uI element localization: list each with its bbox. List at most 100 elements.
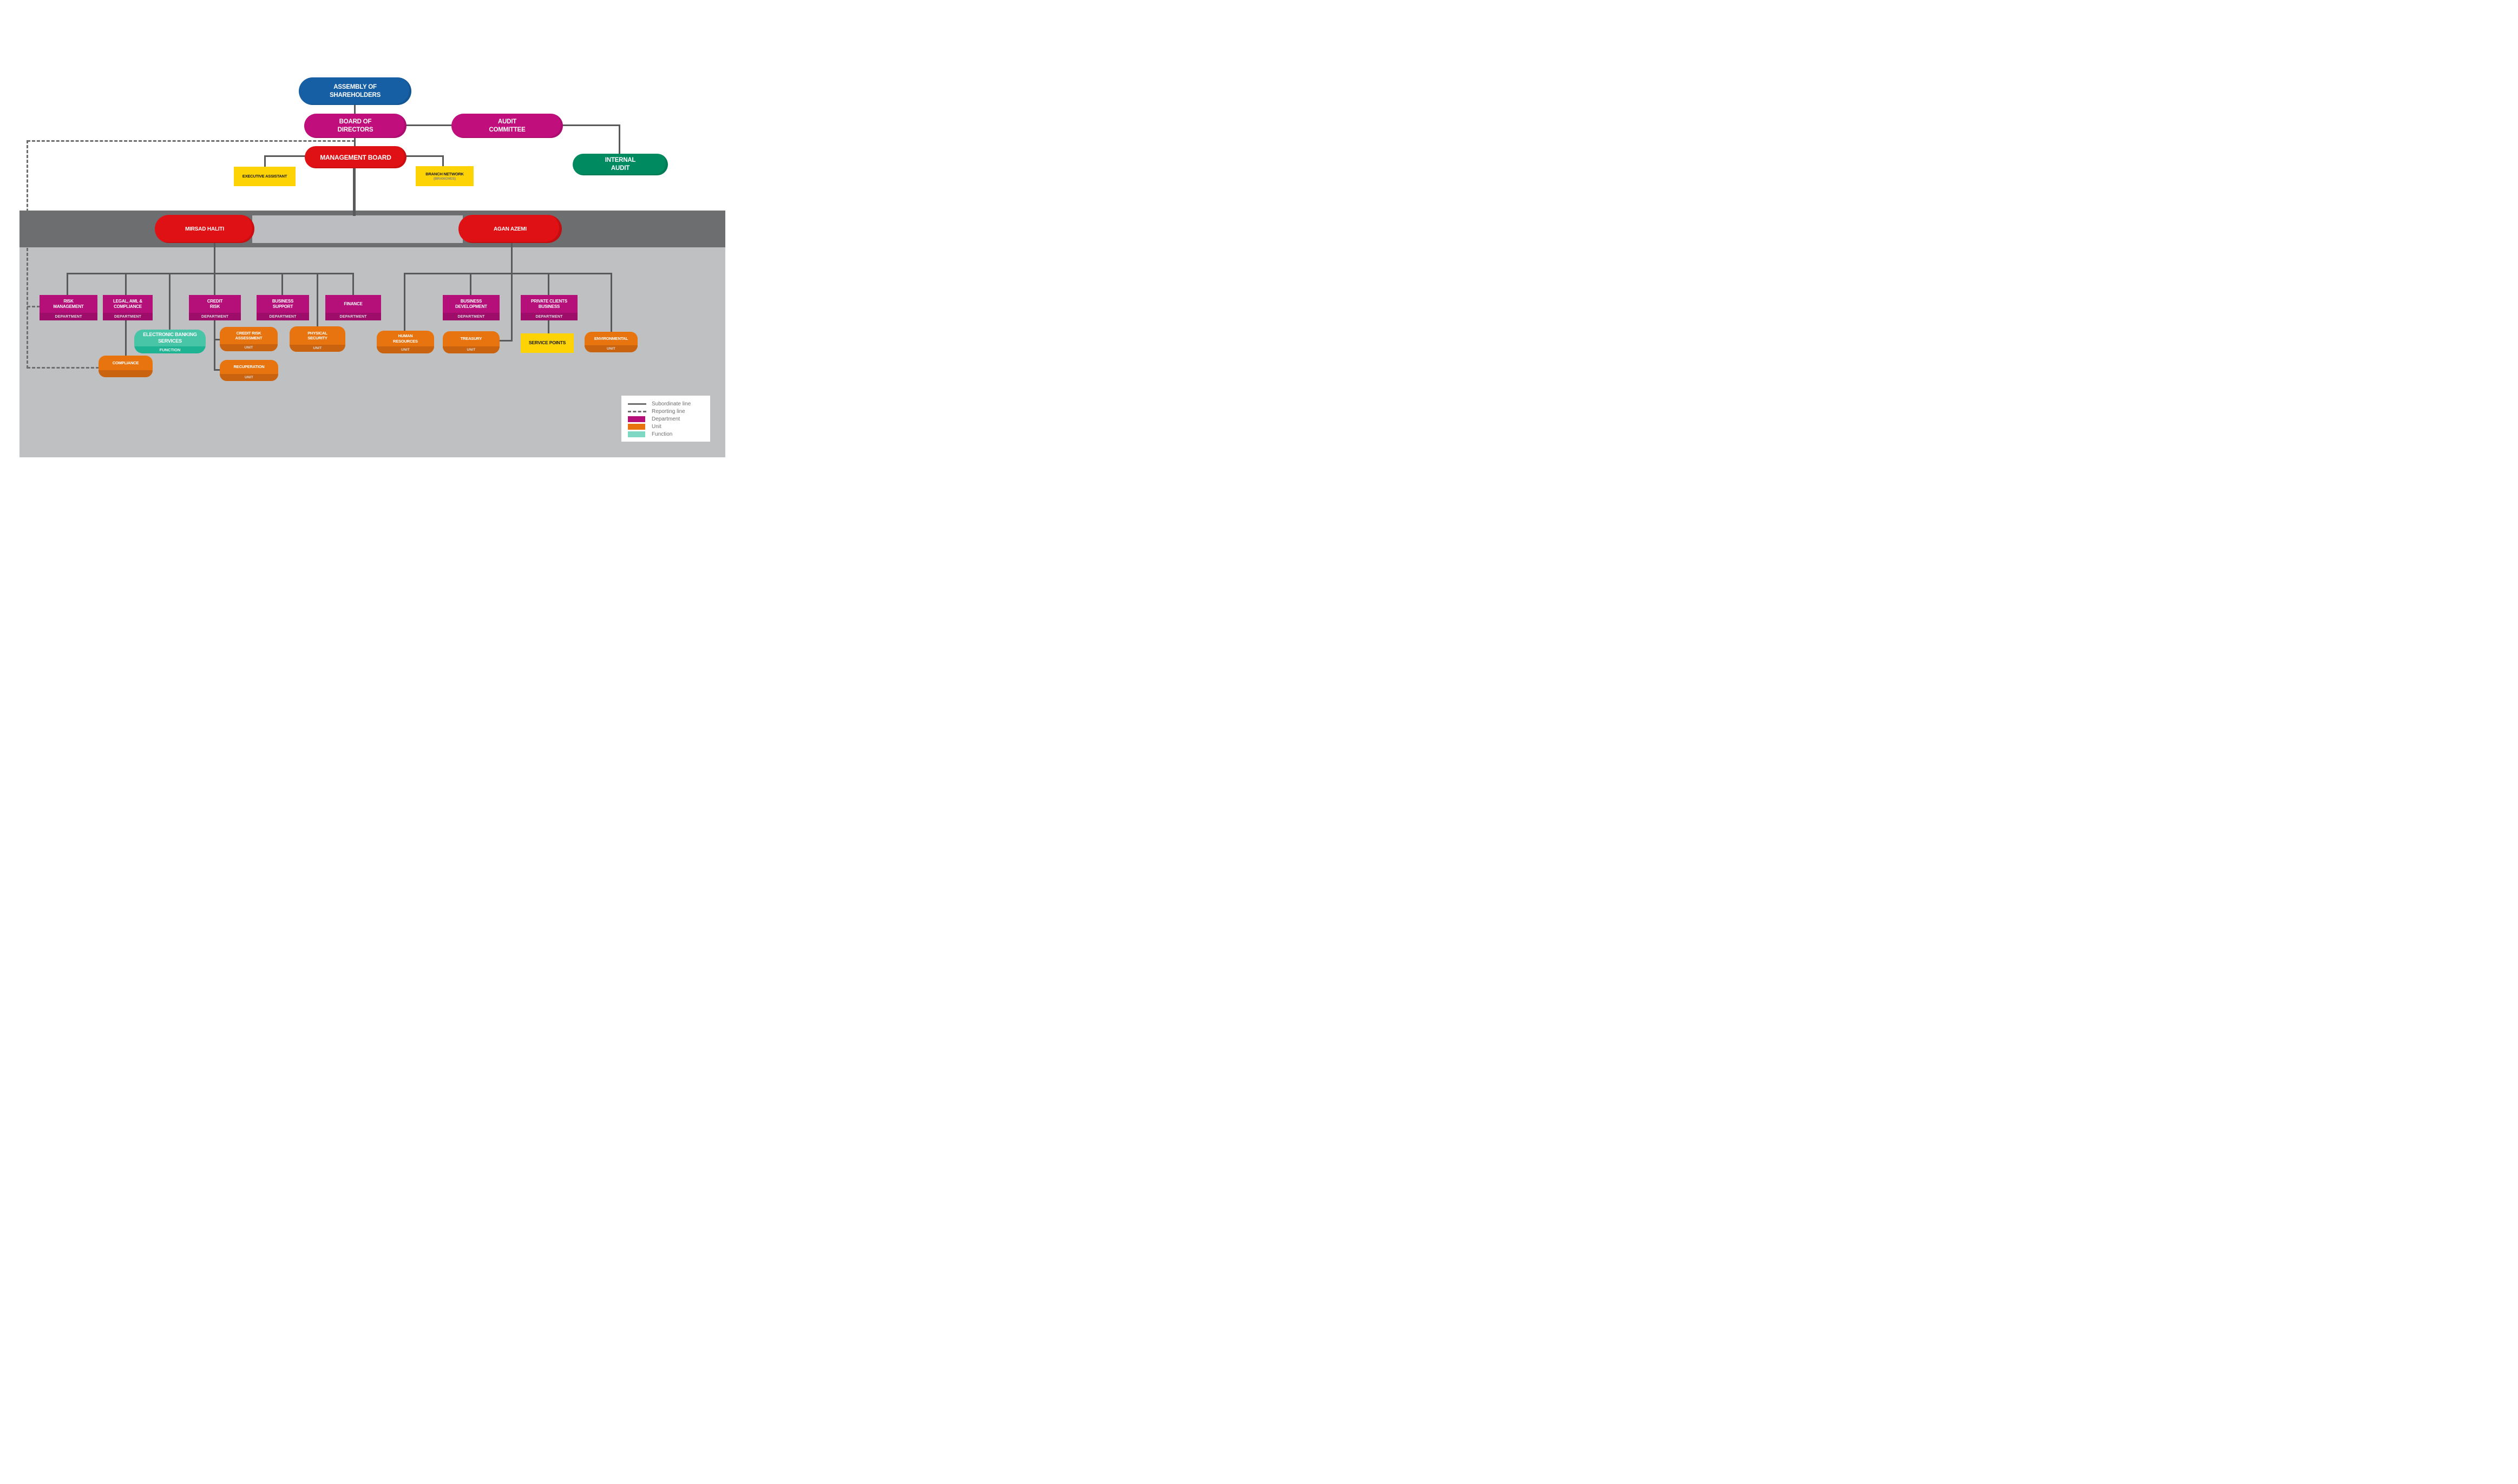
line-agan-main-vertical bbox=[511, 242, 513, 342]
line-assembly-to-board bbox=[354, 105, 356, 115]
node-label: MANAGEMENT BOARD bbox=[320, 153, 391, 161]
legend-key bbox=[628, 416, 646, 422]
legend-label: Unit bbox=[652, 423, 661, 430]
node-label: BOARD OF DIRECTORS bbox=[337, 118, 373, 133]
subordinate-line-swatch bbox=[628, 403, 646, 405]
node-environmental-unit: ENVIRONMENTAL UNIT bbox=[585, 332, 638, 352]
node-label: INTERNAL AUDIT bbox=[605, 157, 636, 172]
node-type-label: DEPARTMENT bbox=[103, 313, 153, 320]
node-physical-security-unit: PHYSICAL SECURITY UNIT bbox=[290, 326, 345, 352]
drop-private-clients bbox=[548, 273, 549, 296]
departments-area bbox=[19, 247, 725, 457]
node-label: RECUPERATION bbox=[233, 364, 265, 370]
node-legal-aml-compliance-department: LEGAL, AML & COMPLIANCE DEPARTMENT bbox=[103, 295, 153, 320]
unit-swatch bbox=[628, 423, 645, 430]
node-assembly-of-shareholders: ASSEMBLY OF SHAREHOLDERS bbox=[299, 77, 411, 105]
node-type-label: UNIT bbox=[443, 346, 500, 353]
reporting-line-to-risk-management bbox=[27, 306, 40, 307]
reporting-line-left bbox=[27, 140, 28, 369]
line-mb-to-branch-network-h bbox=[406, 155, 444, 157]
reporting-line-swatch bbox=[628, 411, 646, 413]
node-audit-committee: AUDIT COMMITTEE bbox=[451, 114, 563, 138]
node-label: SERVICE POINTS bbox=[528, 340, 566, 346]
node-treasury-unit: TREASURY UNIT bbox=[443, 331, 500, 353]
node-label: PHYSICAL SECURITY bbox=[307, 330, 327, 340]
node-credit-risk-assessment-unit: CREDIT RISK ASSESSMENT UNIT bbox=[220, 327, 278, 351]
node-label: PRIVATE CLIENTS BUSINESS bbox=[531, 298, 567, 309]
drop-finance bbox=[352, 273, 354, 296]
node-type-label: DEPARTMENT bbox=[521, 313, 578, 320]
node-label: HUMAN RESOURCES bbox=[393, 333, 418, 344]
legend-key bbox=[628, 411, 646, 413]
legend-label: Subordinate line bbox=[652, 401, 691, 408]
drop-business-support bbox=[281, 273, 283, 296]
line-audit-committee-elbow bbox=[562, 124, 620, 126]
node-label: EXECUTIVE ASSISTANT bbox=[242, 174, 287, 179]
stub-treasury bbox=[500, 340, 513, 342]
node-private-clients-business-department: PRIVATE CLIENTS BUSINESS DEPARTMENT bbox=[521, 295, 578, 320]
line-board-to-management-board bbox=[354, 137, 356, 147]
reporting-line-to-compliance bbox=[27, 367, 99, 369]
drop-physical-security bbox=[317, 273, 318, 327]
node-sublabel: (BRANCHES) bbox=[433, 176, 456, 181]
node-type-label: UNIT bbox=[377, 346, 434, 353]
node-board-of-directors: BOARD OF DIRECTORS bbox=[304, 114, 406, 138]
legend-key bbox=[628, 403, 646, 405]
legend-row-function: Function bbox=[628, 430, 705, 438]
node-finance-department: FINANCE DEPARTMENT bbox=[325, 295, 381, 320]
node-recuperation-unit: RECUPERATION UNIT bbox=[220, 360, 278, 381]
node-type-label: DEPARTMENT bbox=[257, 313, 309, 320]
drop-human-resources bbox=[404, 273, 405, 331]
line-to-internal-audit bbox=[619, 124, 620, 155]
node-compliance-unit: COMPLIANCE bbox=[99, 356, 153, 377]
legend-key bbox=[628, 431, 646, 437]
node-label: CREDIT RISK ASSESSMENT bbox=[235, 330, 263, 340]
executive-band-inner bbox=[252, 215, 463, 243]
node-type-label: DEPARTMENT bbox=[443, 313, 500, 320]
node-electronic-banking-services-function: ELECTRONIC BANKING SERVICES FUNCTION bbox=[134, 330, 206, 353]
legend-row-subordinate-line: Subordinate line bbox=[628, 400, 705, 408]
line-mb-to-executive-band bbox=[353, 168, 356, 216]
node-mirsad-haliti: MIRSAD HALITI bbox=[155, 215, 254, 243]
node-human-resources-unit: HUMAN RESOURCES UNIT bbox=[377, 331, 434, 353]
node-label: MIRSAD HALITI bbox=[185, 226, 224, 232]
drop-business-development bbox=[470, 273, 471, 296]
node-type-label: UNIT bbox=[585, 345, 638, 352]
node-type-label: DEPARTMENT bbox=[40, 313, 97, 320]
drop-electronic-banking bbox=[169, 273, 171, 330]
drop-risk-management bbox=[67, 273, 68, 296]
node-label: BRANCH NETWORK bbox=[425, 172, 464, 177]
legend-label: Reporting line bbox=[652, 409, 685, 415]
reporting-line-top bbox=[27, 140, 355, 142]
node-type-label bbox=[99, 370, 153, 377]
legend: Subordinate line Reporting line Departme… bbox=[621, 396, 710, 442]
legend-label: Function bbox=[652, 431, 673, 437]
function-swatch bbox=[628, 431, 645, 437]
node-label: AUDIT COMMITTEE bbox=[489, 118, 526, 133]
node-type-label: FUNCTION bbox=[134, 346, 206, 353]
drop-service-points bbox=[548, 320, 549, 334]
node-type-label: DEPARTMENT bbox=[189, 313, 241, 320]
legend-label: Department bbox=[652, 416, 680, 422]
node-executive-assistant: EXECUTIVE ASSISTANT bbox=[234, 167, 296, 186]
node-label: BUSINESS SUPPORT bbox=[272, 298, 294, 309]
legend-row-unit: Unit bbox=[628, 423, 705, 430]
node-type-label: UNIT bbox=[220, 374, 278, 381]
node-label: FINANCE bbox=[344, 301, 363, 306]
node-type-label: UNIT bbox=[220, 344, 278, 351]
node-label: RISK MANAGEMENT bbox=[53, 298, 84, 309]
line-mb-to-executive-assistant-h bbox=[264, 155, 305, 157]
node-management-board: MANAGEMENT BOARD bbox=[305, 146, 406, 168]
stub-credit-risk-assessment bbox=[214, 339, 221, 340]
drop-environmental bbox=[611, 273, 612, 332]
node-type-label: UNIT bbox=[290, 345, 345, 352]
node-business-support-department: BUSINESS SUPPORT DEPARTMENT bbox=[257, 295, 309, 320]
node-business-development-department: BUSINESS DEVELOPMENT DEPARTMENT bbox=[443, 295, 500, 320]
org-chart: ASSEMBLY OF SHAREHOLDERS BOARD OF DIRECT… bbox=[0, 0, 849, 500]
node-agan-azemi: AGAN AZEMI bbox=[458, 215, 562, 243]
legend-row-reporting-line: Reporting line bbox=[628, 408, 705, 416]
line-mb-to-executive-assistant-v bbox=[264, 155, 266, 167]
legend-key bbox=[628, 423, 646, 430]
connector-right-group bbox=[404, 273, 612, 274]
node-label: LEGAL, AML & COMPLIANCE bbox=[113, 298, 143, 309]
